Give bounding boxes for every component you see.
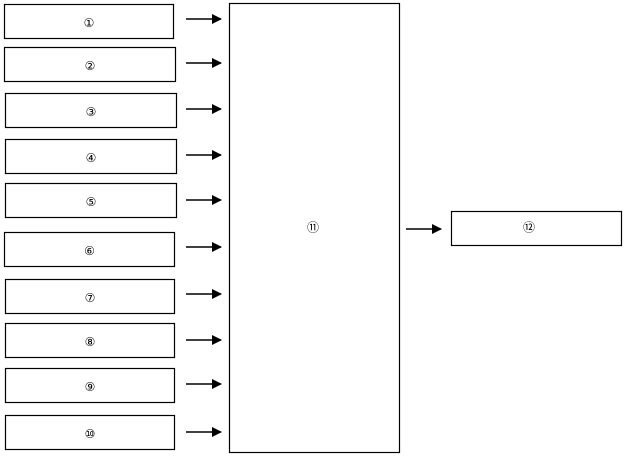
- input-node-1: ①: [3, 3, 222, 40]
- output-node: ⑫: [450, 210, 623, 247]
- input-node-label: ⑨: [85, 380, 96, 394]
- hub-node-label: ⑪: [307, 221, 319, 235]
- input-node-label: ③: [86, 105, 97, 119]
- input-node-box: [3, 46, 177, 83]
- input-node-8: ⑧: [4, 322, 222, 359]
- input-node-box: [4, 92, 178, 129]
- input-node-label: ④: [86, 151, 97, 165]
- input-node-10: ⑩: [4, 414, 222, 451]
- input-node-3: ③: [4, 92, 222, 129]
- input-node-box: [4, 138, 178, 175]
- input-node-2: ②: [3, 46, 222, 83]
- input-node-label: ②: [85, 59, 96, 73]
- input-node-box: [4, 414, 176, 451]
- input-node-box: [3, 231, 176, 268]
- input-node-4: ④: [4, 138, 222, 175]
- input-node-7: ⑦: [4, 278, 222, 315]
- input-node-box: [4, 367, 176, 404]
- input-node-label: ⑩: [85, 427, 96, 441]
- input-node-box: [4, 278, 176, 315]
- input-nodes: ① ② ③ ④ ⑤ ⑥ ⑦ ⑧ ⑨ ⑩: [3, 3, 222, 451]
- input-node-box: [4, 182, 178, 219]
- input-node-label: ⑥: [84, 244, 95, 258]
- input-node-label: ⑤: [86, 195, 97, 209]
- input-node-label: ①: [84, 16, 95, 30]
- output-node-label: ⑫: [523, 221, 535, 235]
- input-node-6: ⑥: [3, 231, 222, 268]
- hub-node: ⑪: [228, 2, 401, 454]
- input-node-label: ⑧: [85, 335, 96, 349]
- input-node-box: [3, 3, 175, 40]
- input-node-box: [4, 322, 176, 359]
- input-node-9: ⑨: [4, 367, 222, 404]
- input-node-label: ⑦: [85, 291, 96, 305]
- input-node-5: ⑤: [4, 182, 222, 219]
